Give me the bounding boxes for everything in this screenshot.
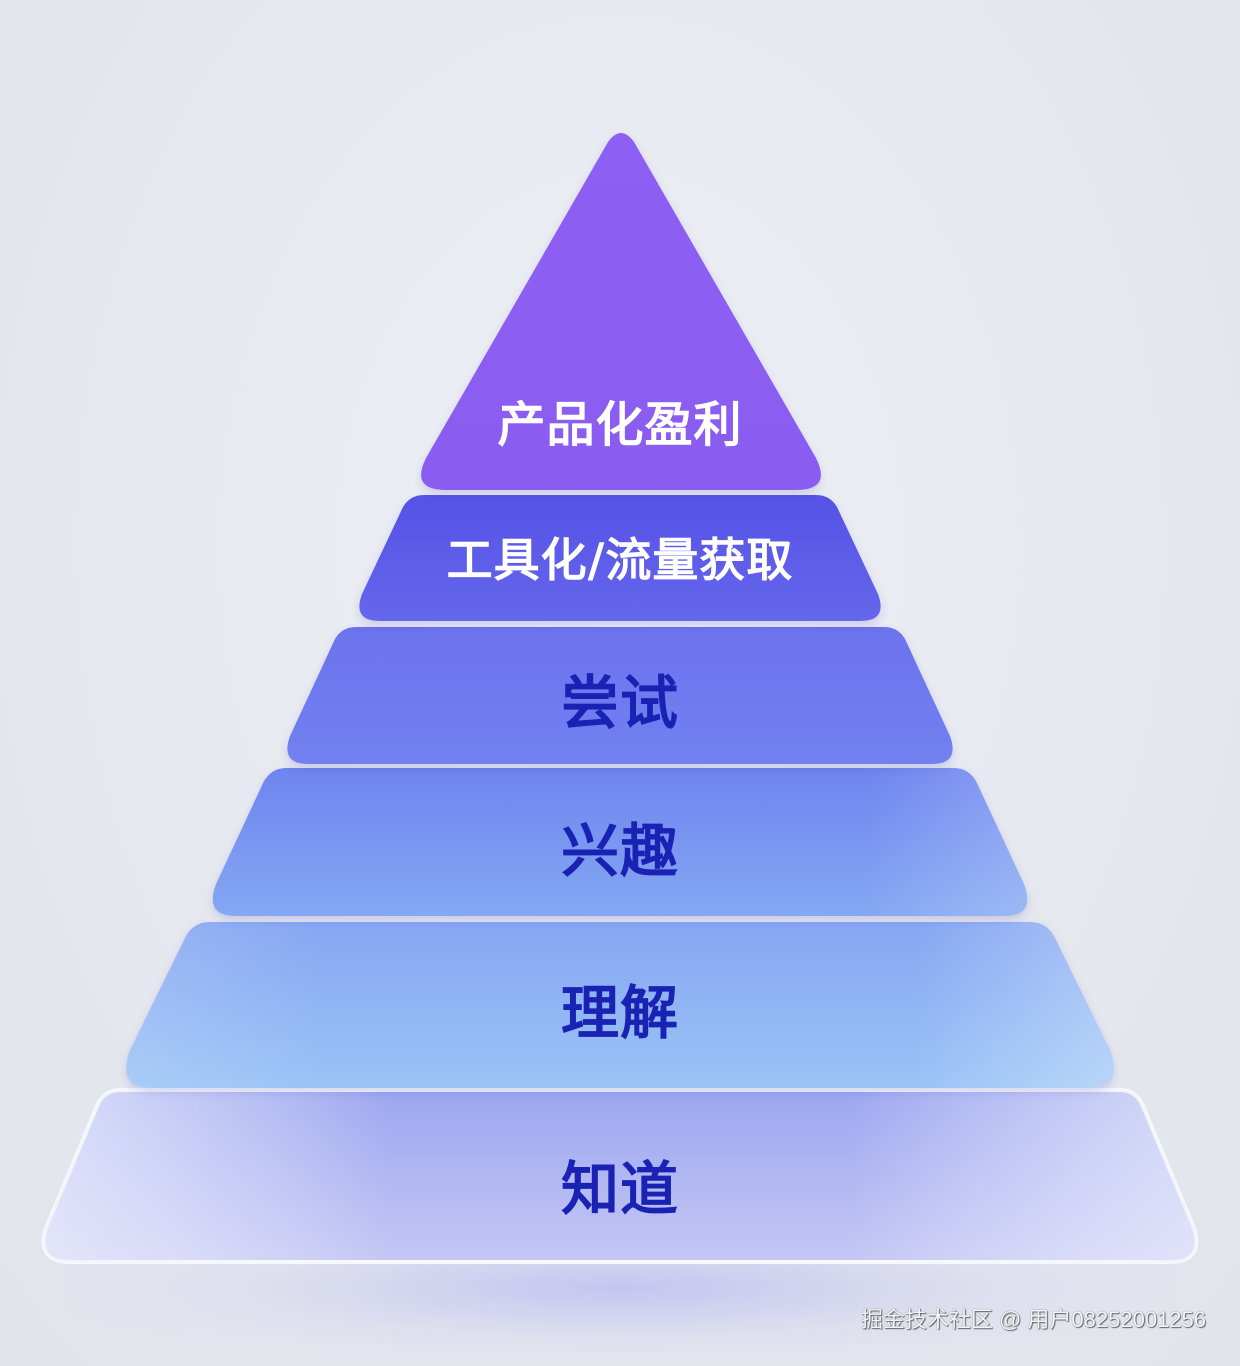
level-3-label: 尝试 bbox=[560, 669, 679, 737]
level-6-label: 知道 bbox=[560, 1155, 679, 1223]
level-5-label: 理解 bbox=[560, 979, 679, 1047]
watermark: 掘金技术社区 @ 用户08252001256 bbox=[860, 1307, 1206, 1332]
pyramid-level-6 bbox=[41, 1088, 1199, 1264]
level-1-label: 产品化盈利 bbox=[497, 397, 743, 453]
pyramid-level-2 bbox=[359, 495, 881, 621]
pyramid-level-3 bbox=[287, 627, 953, 764]
pyramid-level-4 bbox=[212, 768, 1028, 916]
pyramid-level-1 bbox=[421, 133, 821, 490]
level-4-label: 兴趣 bbox=[560, 817, 679, 885]
floor-glow bbox=[60, 1255, 1180, 1365]
pyramid-level-5 bbox=[126, 922, 1114, 1088]
level-2-label: 工具化/流量获取 bbox=[446, 533, 794, 587]
